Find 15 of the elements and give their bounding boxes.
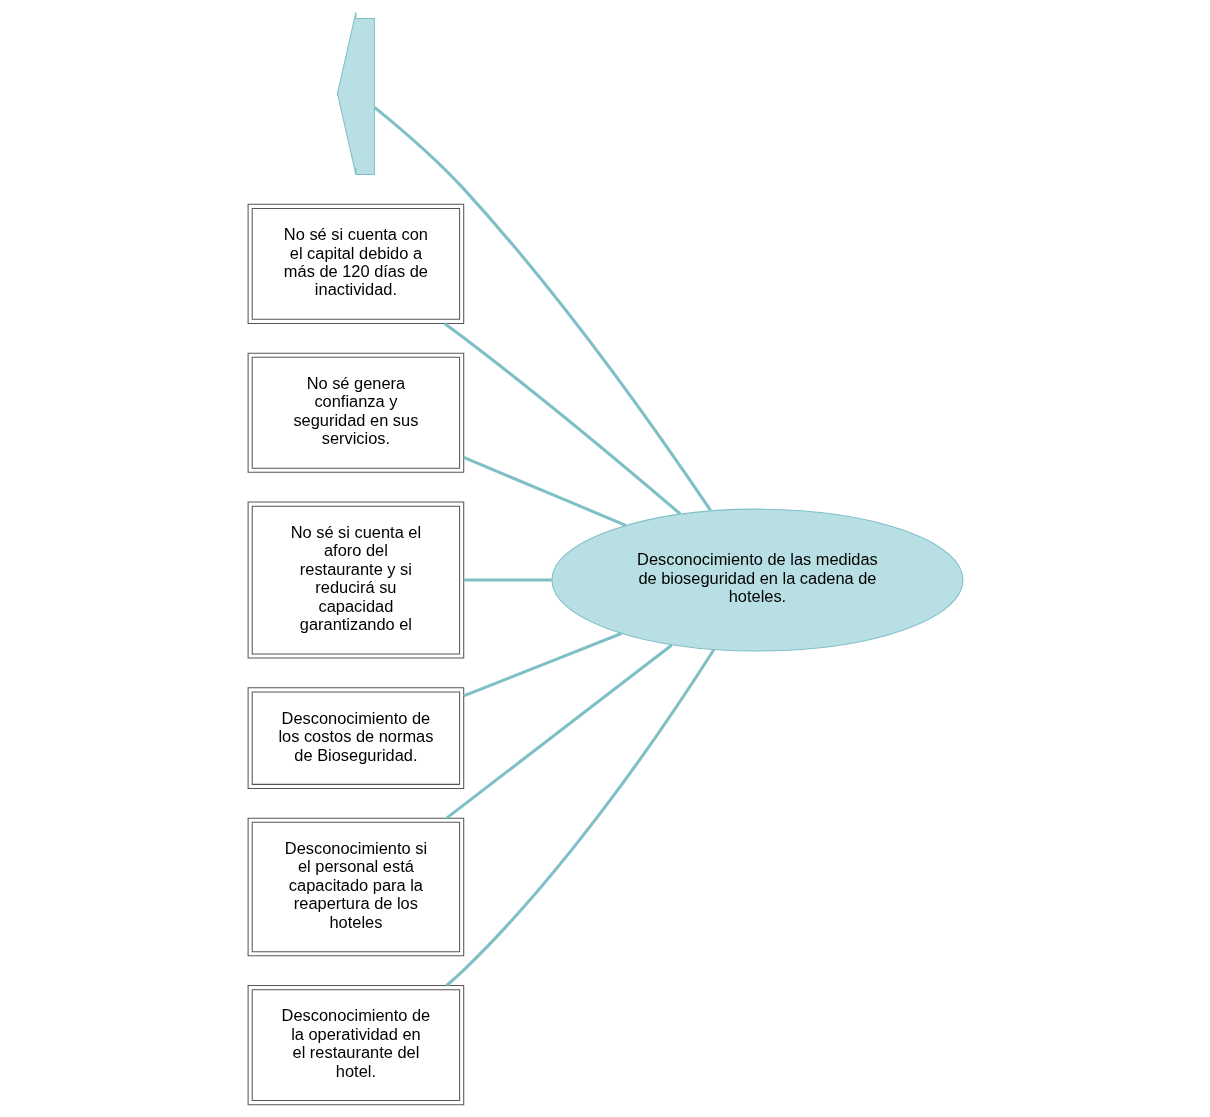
node-box: No sé si cuenta el aforo del restaurante y si reducirá su capacidad garantizando el: [247, 501, 464, 659]
connector: [463, 578, 552, 582]
node-box: No sé genera confianza y seguridad en sus servicios.: [247, 352, 464, 473]
node-ellipse: Desconocimiento de las medidas de bioseguridad en la cadena de hoteles.: [550, 508, 964, 652]
node-box: No sé si cuenta con el capital debido a más de 120 días de inactividad.: [247, 203, 464, 324]
node-crescent: [336, 11, 375, 176]
connector: [373, 106, 712, 512]
node-box: Desconocimiento de los costos de normas de Bioseguridad.: [247, 687, 464, 789]
node-box: Desconocimiento de la operatividad en el restaurante del hotel.: [247, 985, 464, 1106]
connector: [445, 643, 673, 820]
connector: [462, 632, 622, 698]
connector: [462, 456, 626, 527]
connector: [443, 322, 681, 516]
node-box: Desconocimiento si el personal está capacitado para la reapertura de los hoteles: [247, 817, 464, 957]
connector: [445, 648, 715, 987]
